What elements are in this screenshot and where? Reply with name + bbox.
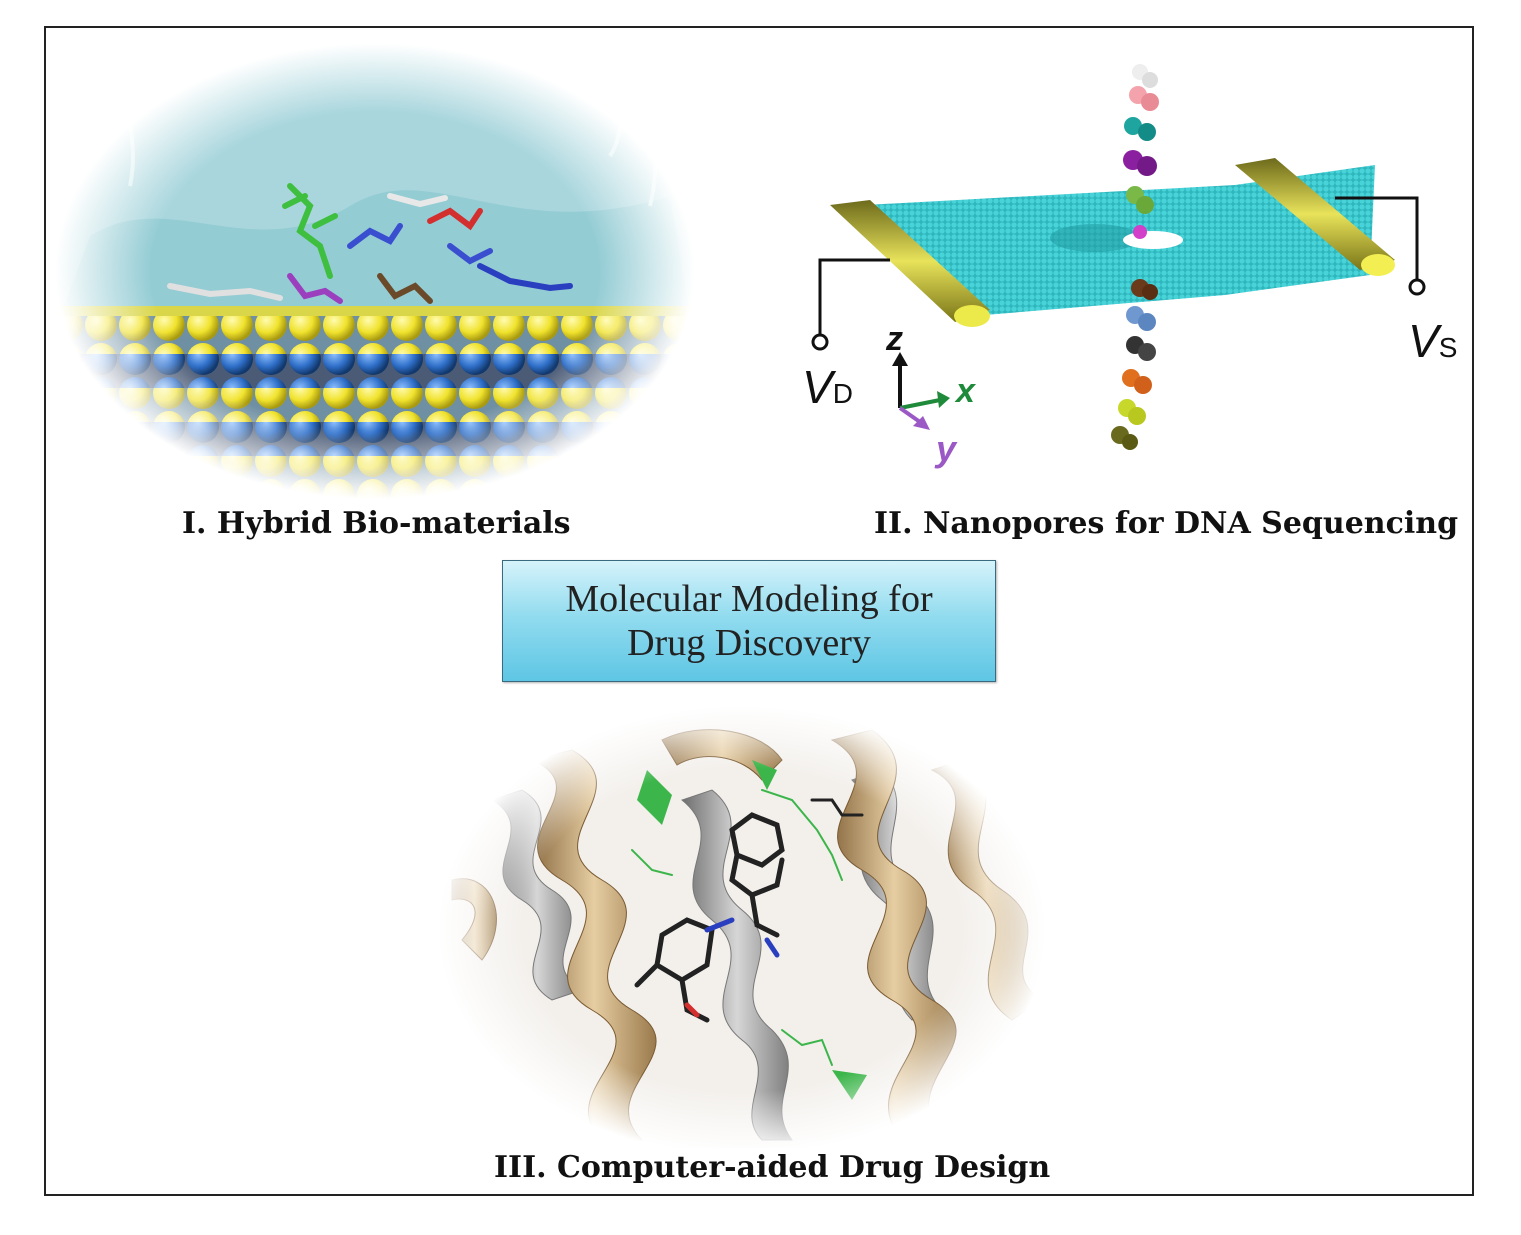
figure-frame xyxy=(44,26,1474,1196)
central-topic-line2: Drug Discovery xyxy=(627,622,871,664)
vs-sub: S xyxy=(1438,332,1458,363)
caption-drug-design: III. Computer-aided Drug Design xyxy=(494,1150,1051,1185)
axis-x-label: x xyxy=(956,372,975,410)
vd-main: V xyxy=(802,361,833,413)
vs-label: VS xyxy=(1408,314,1457,368)
axis-y-label: y xyxy=(936,428,957,469)
central-topic-line1: Molecular Modeling for xyxy=(565,578,933,620)
vs-main: V xyxy=(1408,315,1439,367)
drug-design-image xyxy=(432,700,1052,1148)
vd-label: VD xyxy=(802,360,853,414)
nanopore-dna-image xyxy=(811,64,1426,450)
central-topic-box: Molecular Modeling for Drug Discovery xyxy=(502,560,996,682)
caption-nanopores: II. Nanopores for DNA Sequencing xyxy=(874,506,1459,541)
hybrid-biomaterials-image xyxy=(50,36,700,506)
vd-sub: D xyxy=(832,378,853,409)
axis-z-label: z xyxy=(886,320,903,358)
caption-hybrid-biomaterials: I. Hybrid Bio-materials xyxy=(182,506,571,541)
